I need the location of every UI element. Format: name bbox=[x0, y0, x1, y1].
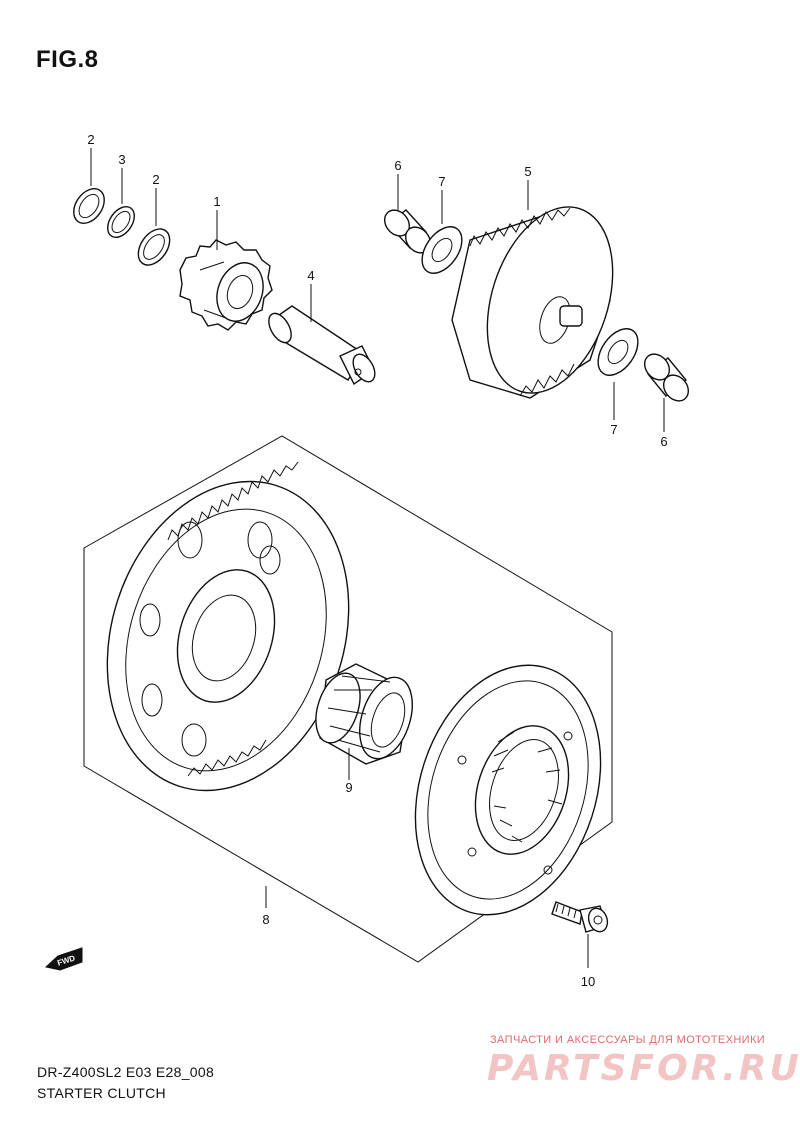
washer-part-2-right[interactable] bbox=[132, 223, 176, 271]
starter-clutch-gear-part-8[interactable] bbox=[69, 450, 387, 822]
needle-bearing-part-9[interactable] bbox=[308, 663, 422, 765]
callout-part-6-upper: 6 bbox=[394, 158, 401, 173]
callout-part-9: 9 bbox=[345, 780, 352, 795]
callout-part-4: 4 bbox=[307, 268, 314, 283]
section-name: STARTER CLUTCH bbox=[37, 1085, 166, 1101]
thrust-washer-part-7-lower[interactable] bbox=[590, 322, 646, 383]
starter-clutch-assembly-outline bbox=[83, 435, 613, 963]
one-way-clutch-housing-part-8[interactable] bbox=[385, 641, 631, 939]
callout-part-2-right: 2 bbox=[152, 172, 159, 187]
callout-part-3: 3 bbox=[118, 152, 125, 167]
thrust-washer-part-7-upper[interactable] bbox=[414, 220, 470, 281]
model-code: DR-Z400SL2 E03 E28_008 bbox=[37, 1064, 215, 1080]
callout-part-7-lower: 7 bbox=[610, 422, 617, 437]
figure-title: FIG.8 bbox=[36, 46, 99, 73]
washer-part-2-left[interactable] bbox=[67, 183, 110, 229]
callout-part-5: 5 bbox=[524, 164, 531, 179]
circlip-part-3[interactable] bbox=[102, 202, 140, 242]
forward-direction-arrow: FWD bbox=[44, 947, 83, 971]
bushing-part-6-lower[interactable] bbox=[640, 349, 694, 406]
bolt-part-10[interactable] bbox=[551, 901, 611, 934]
callout-part-6-lower: 6 bbox=[660, 434, 667, 449]
callout-part-2-left: 2 bbox=[87, 132, 94, 147]
callout-part-7-upper: 7 bbox=[438, 174, 445, 189]
starter-driven-gear-part-5[interactable] bbox=[451, 191, 635, 409]
watermark-logo: PARTSFOR.RU bbox=[487, 1048, 800, 1089]
idle-gear-shaft-part-4[interactable] bbox=[264, 305, 379, 386]
watermark-tagline: ЗАПЧАСТИ И АКСЕССУАРЫ ДЛЯ МОТОТЕХНИКИ bbox=[490, 1034, 766, 1046]
callout-part-10: 10 bbox=[581, 974, 595, 989]
bushing-part-6-upper[interactable] bbox=[380, 205, 436, 258]
callout-part-8: 8 bbox=[262, 912, 269, 927]
idle-gear-part-1[interactable] bbox=[179, 239, 273, 331]
callout-part-1: 1 bbox=[213, 194, 220, 209]
